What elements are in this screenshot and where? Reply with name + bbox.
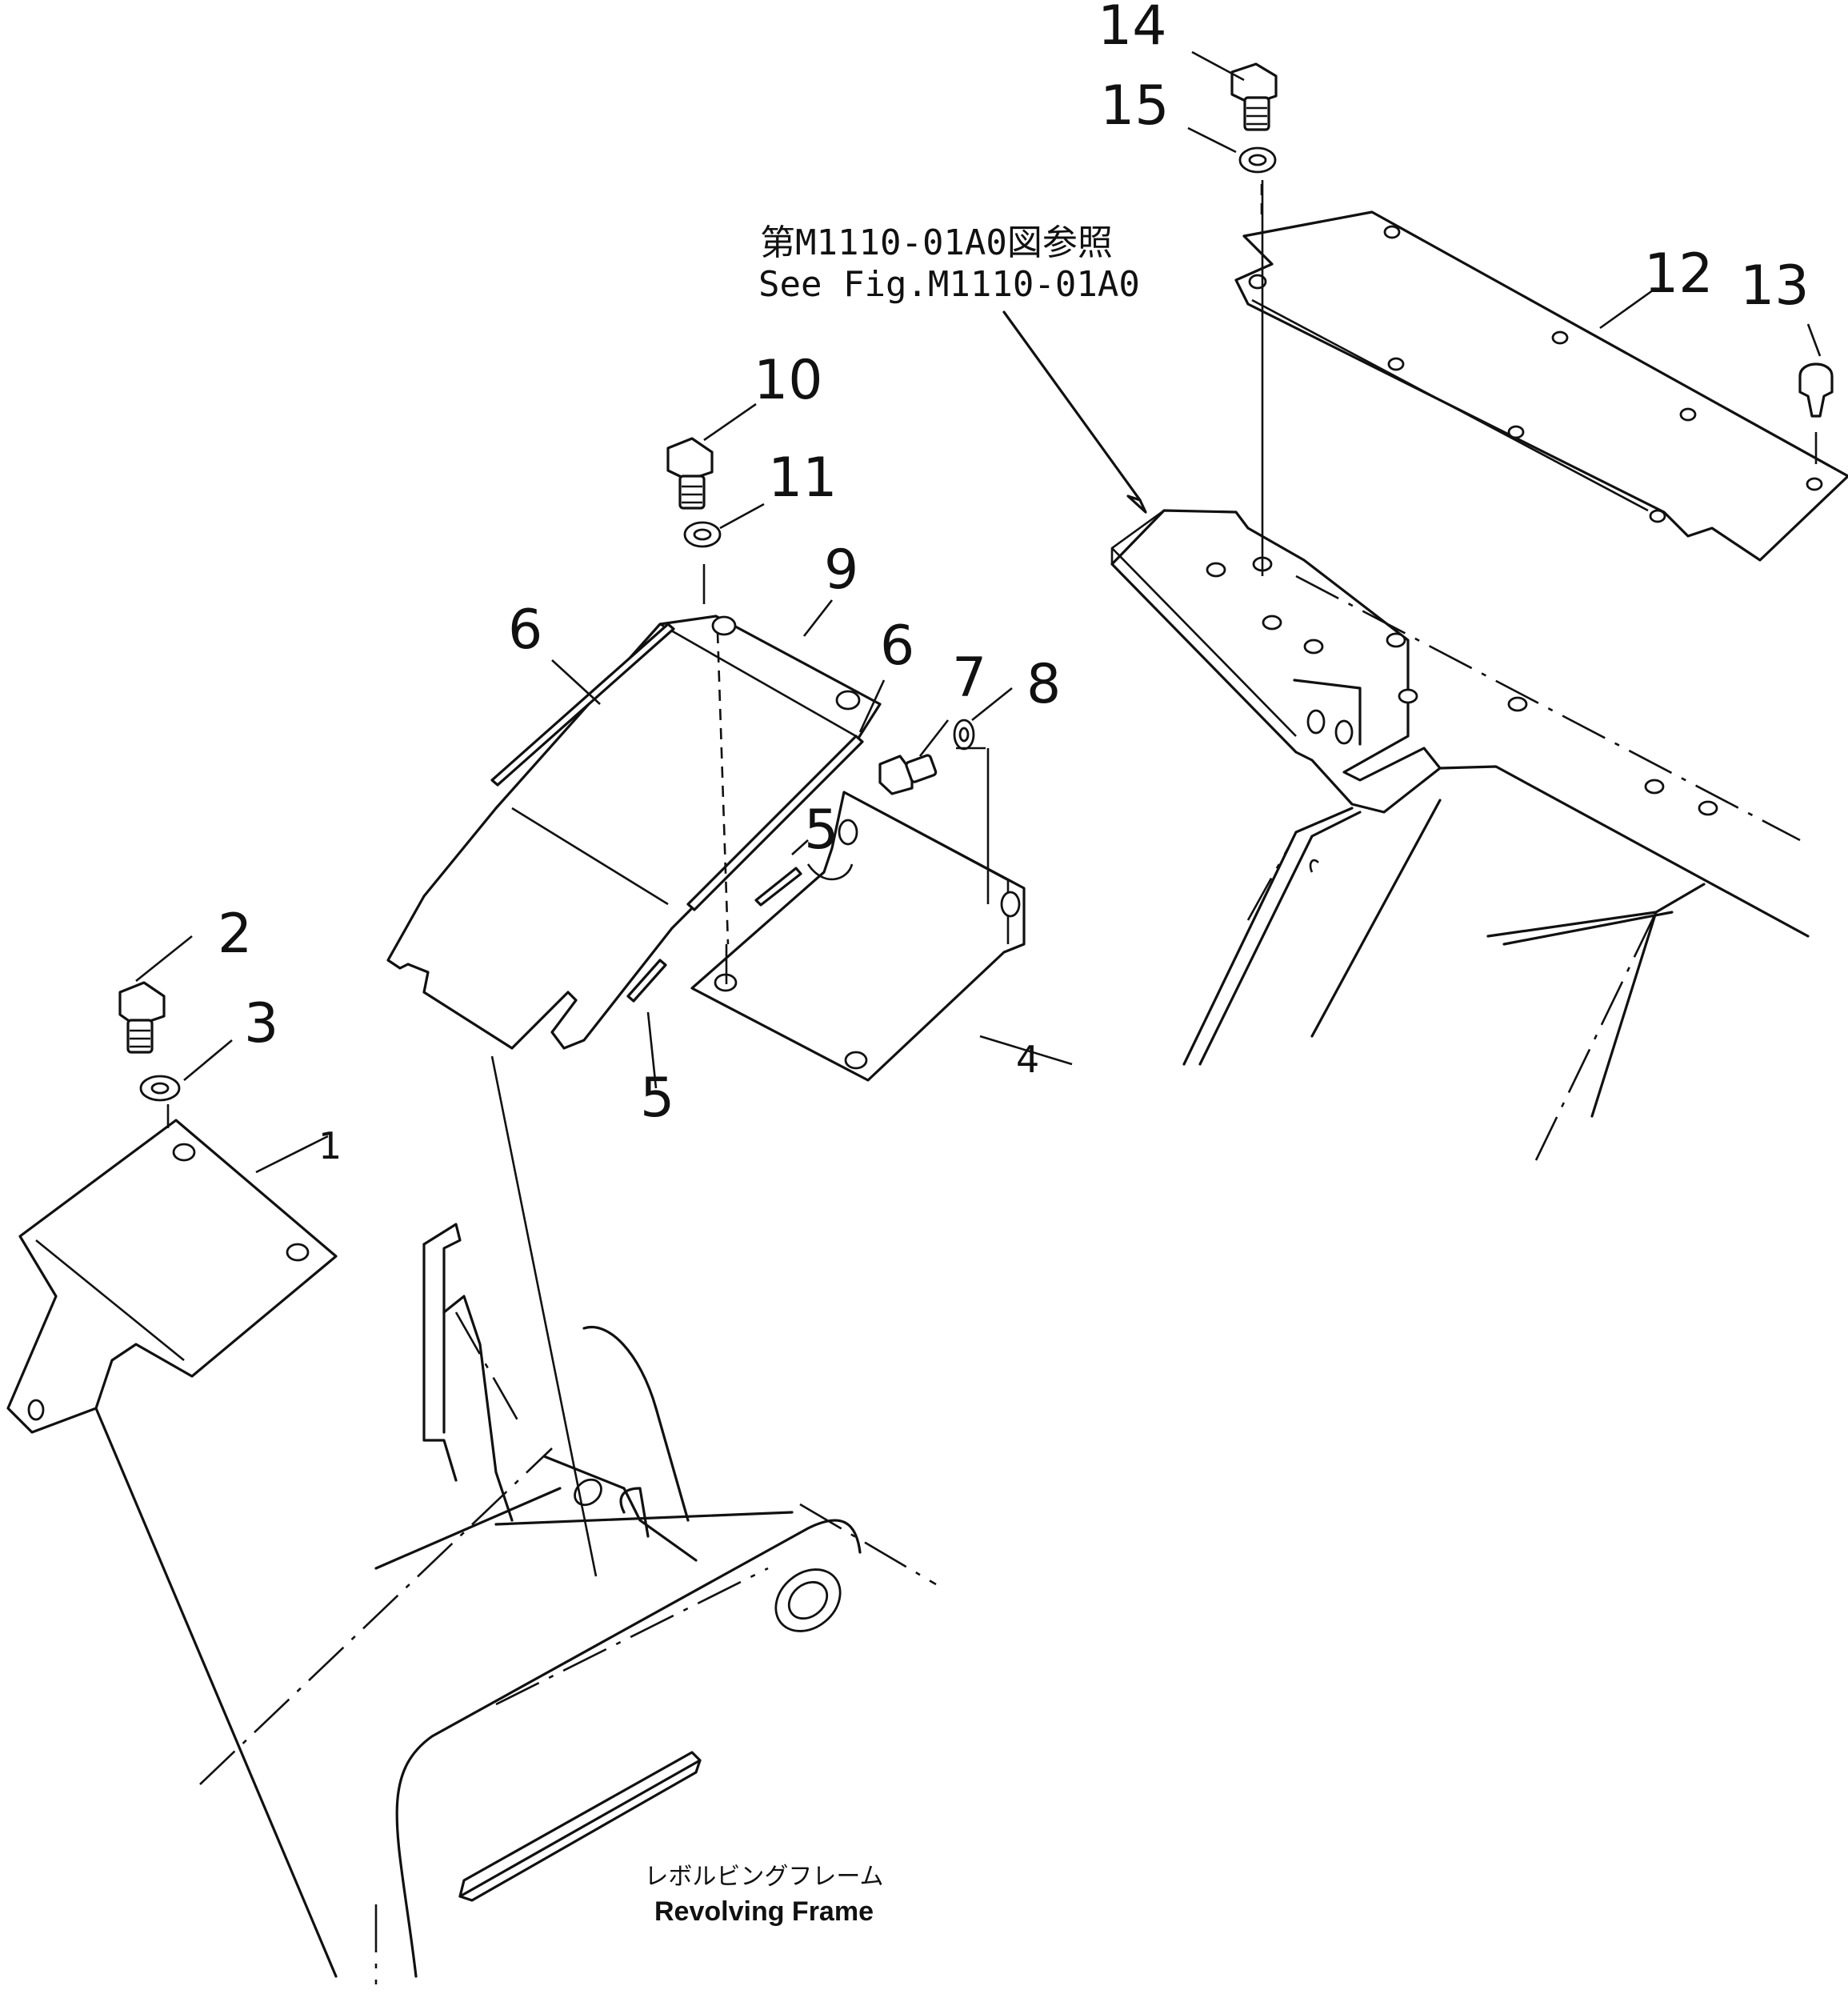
washer-3: [139, 1075, 181, 1102]
clip-13: [1798, 362, 1834, 418]
callout-15: 15: [1100, 74, 1170, 138]
bolt-10: [666, 437, 714, 510]
callout-10: 10: [754, 349, 823, 412]
cover-9: [386, 615, 882, 1050]
seal-strip-6b: [686, 735, 864, 911]
callout-5-upper: 5: [804, 799, 838, 862]
callout-14: 14: [1098, 0, 1167, 58]
reference-en: See Fig.M1110-01A0: [758, 264, 1140, 305]
callout-4: 4: [1016, 1038, 1039, 1081]
bolt-2: [118, 981, 166, 1054]
frame-caption: レボルビングフレーム Revolving Frame: [644, 1863, 883, 1927]
leader-lines: [135, 50, 1822, 1174]
callout-6-right: 6: [880, 615, 914, 678]
callout-11: 11: [768, 446, 838, 510]
callout-3: 3: [244, 992, 278, 1055]
frame-label-en: Revolving Frame: [654, 1896, 874, 1927]
cover-plate-12: [1234, 210, 1848, 562]
bracket-4: [690, 791, 1026, 1082]
callout-7: 7: [952, 647, 986, 710]
assembly-lines: [490, 180, 1818, 1577]
callout-9: 9: [824, 539, 858, 602]
revolving-frame: [94, 1223, 937, 1984]
callout-2: 2: [218, 903, 252, 966]
washer-11: [683, 521, 722, 548]
callout-6-left: 6: [508, 599, 542, 662]
cover-plate-1: [6, 1119, 338, 1434]
bolt-14: [1230, 62, 1278, 131]
seal-strip-5b: [754, 867, 802, 907]
washer-8: [953, 719, 975, 751]
callout-5-lower: 5: [640, 1067, 674, 1130]
washer-15: [1238, 146, 1277, 174]
callout-12: 12: [1644, 242, 1714, 306]
reference-jp: 第M1110-01A0図参照: [760, 222, 1113, 263]
callout-1: 1: [318, 1124, 342, 1167]
seal-strip-6a: [490, 623, 675, 787]
callout-8: 8: [1026, 653, 1061, 716]
seal-strip-5a: [626, 959, 667, 1003]
callout-13: 13: [1740, 254, 1810, 318]
upper-frame: [1110, 509, 1810, 1161]
figure-reference: 第M1110-01A0図参照 See Fig.M1110-01A0: [758, 222, 1140, 305]
callout-numbers: 1 2 3 4 5 5 6 6 7 8 9 10 11 12 13 14 15: [218, 0, 1810, 1167]
frame-label-jp: レボルビングフレーム: [644, 1863, 883, 1891]
bolt-7: [878, 754, 938, 795]
